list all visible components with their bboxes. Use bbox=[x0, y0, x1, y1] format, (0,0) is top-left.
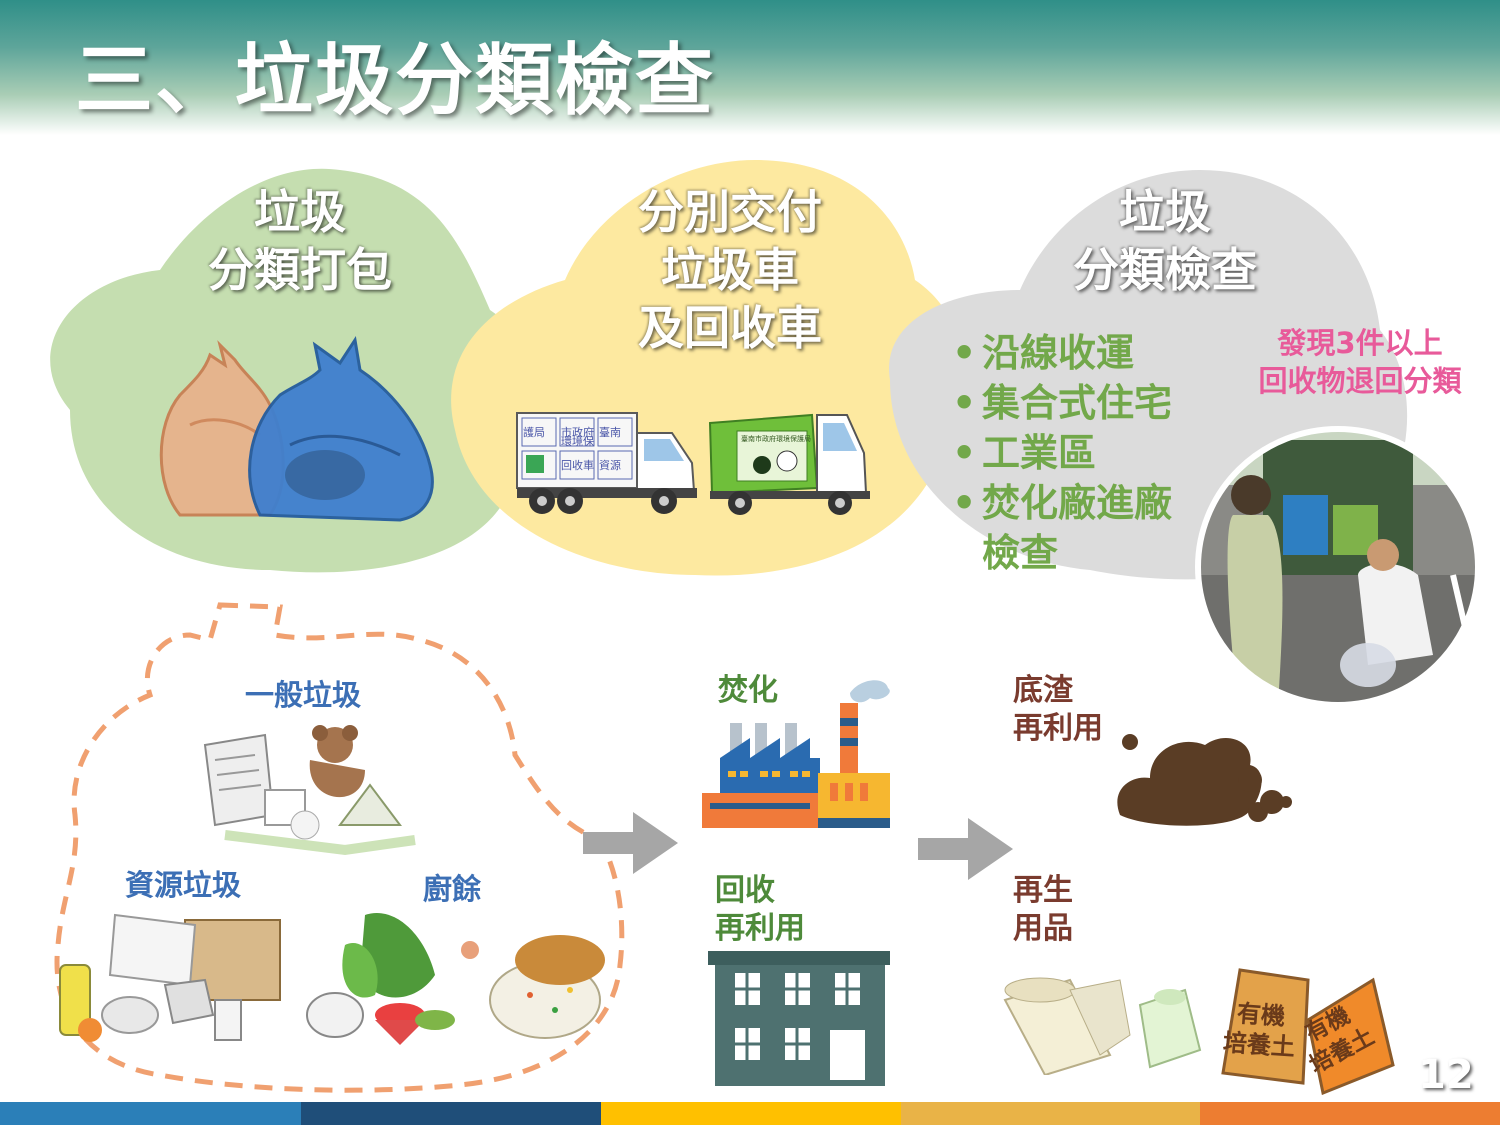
truck-sign-right: 臺南市政府環境保護局 bbox=[741, 434, 811, 443]
cloud-title-deliver: 分別交付 垃圾車 及回收車 bbox=[638, 185, 822, 355]
footer-bar-segment bbox=[301, 1102, 601, 1125]
list-item: 焚化廠進廠檢查 bbox=[950, 478, 1192, 578]
list-item: 工業區 bbox=[950, 428, 1192, 478]
building-icon bbox=[708, 951, 890, 1086]
list-item: 沿線收運 bbox=[950, 328, 1192, 378]
fertilizer-bags-image bbox=[1221, 968, 1395, 1095]
footer-bar-segment bbox=[901, 1102, 1200, 1125]
category-kitchen: 廚餘 bbox=[423, 872, 482, 906]
process-recycle: 回收 再利用 bbox=[715, 873, 805, 946]
truck-sign-text: 護局 bbox=[523, 425, 545, 439]
page-number: 12 bbox=[1418, 1052, 1474, 1098]
resource-waste-image bbox=[59, 913, 281, 1042]
category-resource: 資源垃圾 bbox=[125, 868, 242, 902]
footer-bar-segment bbox=[601, 1102, 901, 1125]
truck-sign-text: 市政府 bbox=[561, 425, 594, 439]
paper-towel-image bbox=[1003, 977, 1202, 1075]
arrow-right-icon bbox=[583, 812, 678, 874]
bottom-ash-image bbox=[1117, 734, 1292, 826]
process-incineration: 焚化 bbox=[718, 673, 778, 708]
inspection-photo bbox=[1195, 426, 1481, 708]
category-general: 一般垃圾 bbox=[245, 678, 362, 712]
header-banner bbox=[0, 0, 1500, 135]
dashed-outline bbox=[54, 602, 625, 1093]
trucks-image: 臺南 市政府 環境保 護局 回收車 資源 臺南市政府環境保護局 bbox=[516, 412, 870, 515]
cloud-title-pack: 垃圾 分類打包 bbox=[208, 185, 392, 297]
recycle-icon bbox=[526, 455, 544, 473]
footer-bar-segment bbox=[0, 1102, 301, 1125]
truck-sign-text: 環境保 bbox=[561, 434, 594, 448]
truck-sign-text: 臺南 bbox=[599, 425, 621, 439]
footer-bar-segment bbox=[1200, 1102, 1500, 1125]
arrow-right-icon bbox=[918, 818, 1013, 880]
outcome-recycled-products: 再生 用品 bbox=[1013, 873, 1073, 946]
page-title: 三、垃圾分類檢查 bbox=[75, 36, 716, 126]
truck-sign-text: 回收車 bbox=[561, 458, 594, 472]
cloud-title-inspect: 垃圾 分類檢查 bbox=[1073, 185, 1257, 297]
outcome-bottom-ash: 底渣 再利用 bbox=[1013, 673, 1103, 746]
list-item: 集合式住宅 bbox=[950, 378, 1192, 428]
kitchen-waste-image bbox=[306, 913, 605, 1045]
garbage-bags-image bbox=[159, 335, 434, 522]
return-note: 發現3件以上 回收物退回分類 bbox=[1258, 326, 1462, 398]
factory-icon bbox=[702, 680, 890, 828]
truck-sign-text: 資源 bbox=[599, 458, 621, 472]
inspection-list: 沿線收運 集合式住宅 工業區 焚化廠進廠檢查 bbox=[950, 328, 1192, 578]
general-waste-image bbox=[203, 725, 416, 856]
fertilizer-label: 有機 培養土 bbox=[1222, 999, 1296, 1062]
